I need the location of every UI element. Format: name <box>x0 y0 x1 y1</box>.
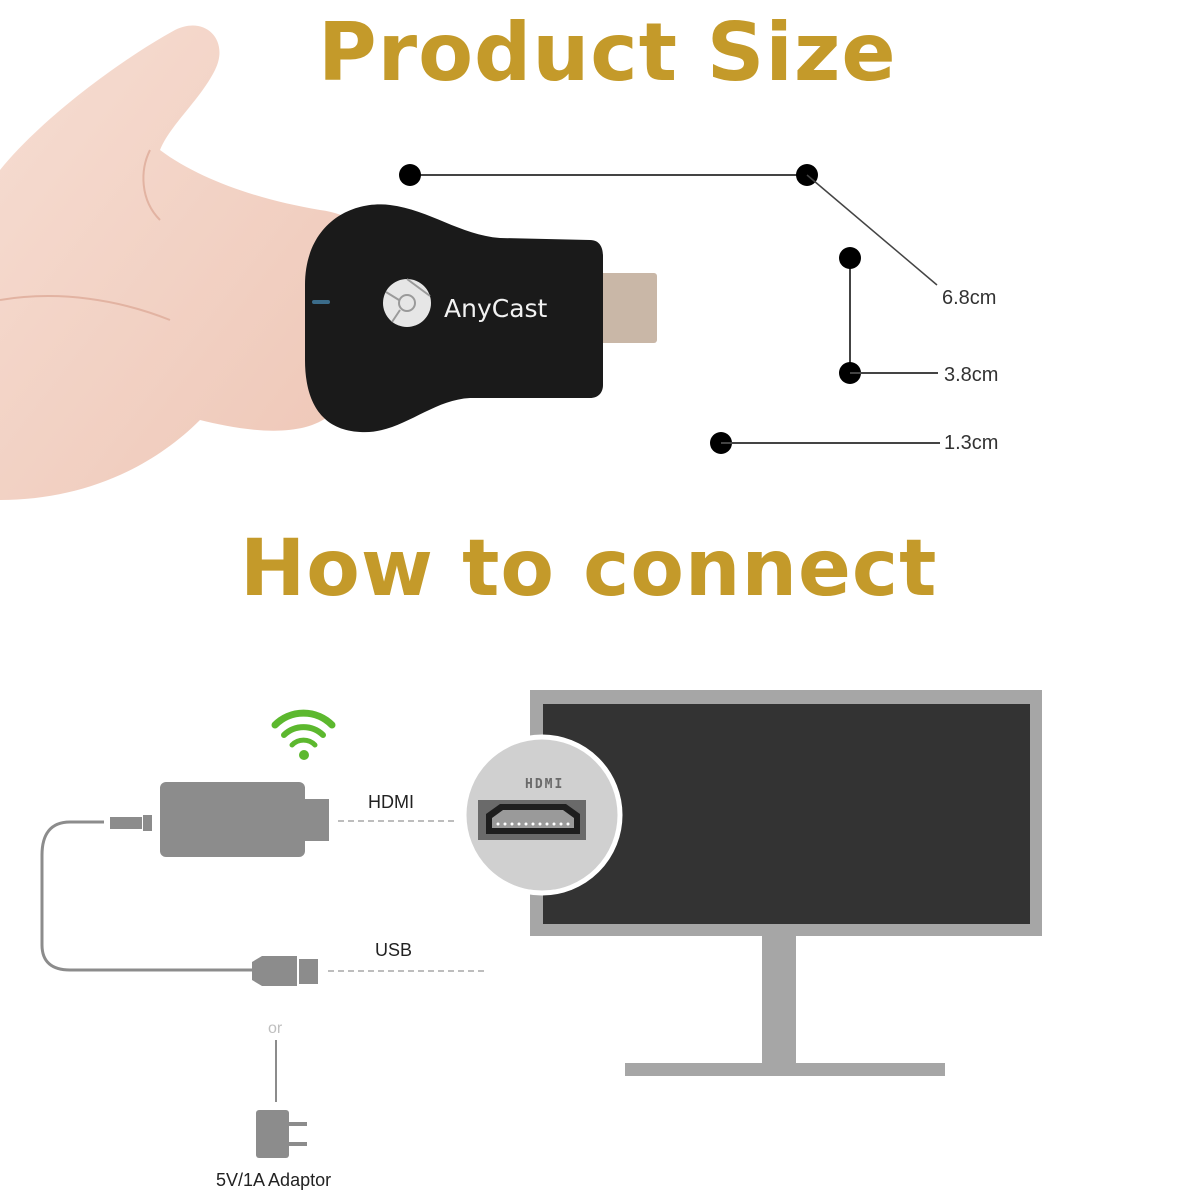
usb-label: USB <box>375 940 413 960</box>
dimension-thickness-label: 1.3cm <box>944 432 999 454</box>
dimension-length-label: 6.8cm <box>942 287 997 309</box>
dimension-width-label: 3.8cm <box>944 364 999 386</box>
usb-cable-icon <box>40 820 252 972</box>
dongle-brand-label: AnyCast <box>444 294 548 323</box>
chrome-cast-logo-icon <box>383 279 431 327</box>
adaptor-label: 5V/1A Adaptor <box>216 1170 332 1190</box>
how-to-connect-title: How to connect <box>240 524 938 614</box>
product-size-title: Product Size <box>318 6 897 99</box>
hdmi-label: HDMI <box>368 792 414 812</box>
or-label: or <box>268 1020 283 1037</box>
hdmi-port-logo: HDMI <box>525 777 565 792</box>
